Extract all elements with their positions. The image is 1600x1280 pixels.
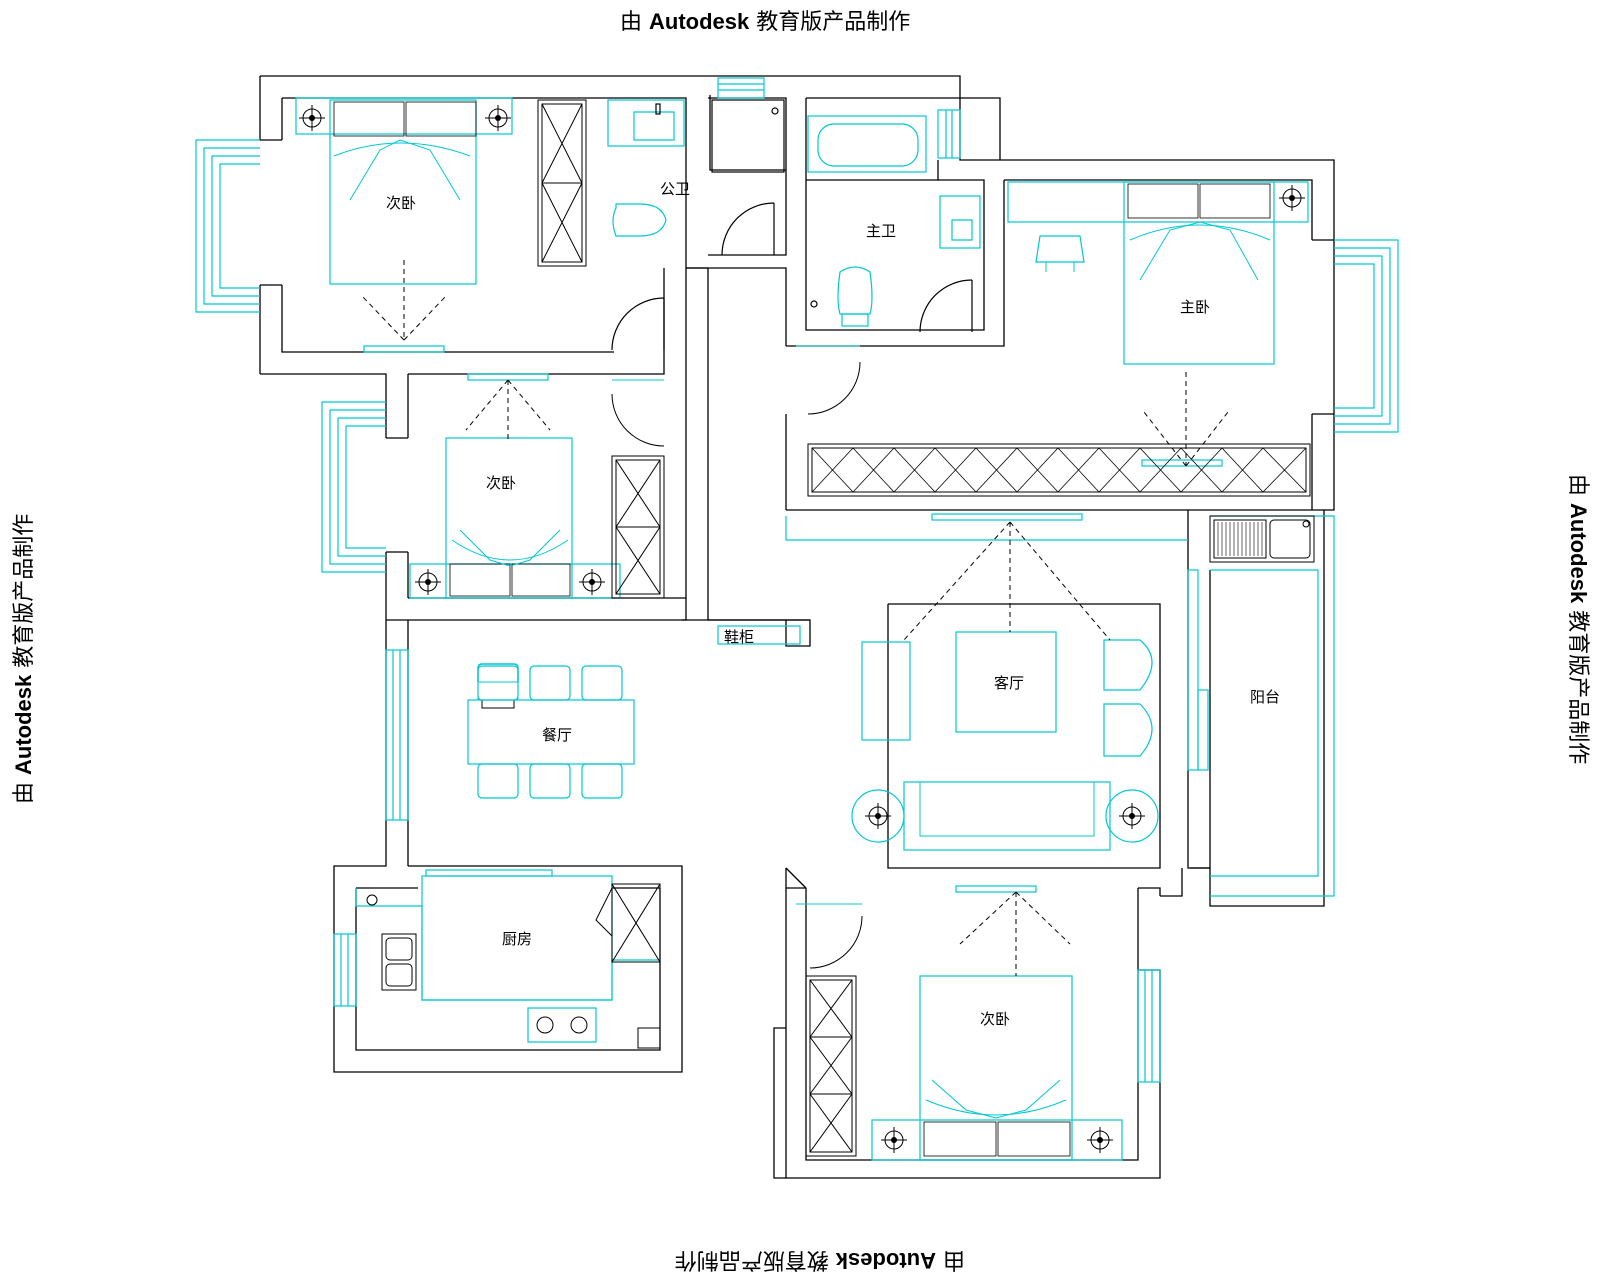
room-labels: 次卧 公卫 主卫 主卧 次卧 鞋柜 餐厅 客厅 阳台 厨房 次卧 — [386, 180, 1280, 1028]
label-master-bath: 主卫 — [866, 222, 896, 240]
master-bath-fixtures — [807, 115, 981, 333]
bed-middle-left — [409, 379, 665, 599]
watermark-top: 由 Autodesk 教育版产品制作 — [620, 4, 910, 36]
public-bath-fixtures — [607, 99, 785, 351]
label-public-bath: 公卫 — [660, 180, 690, 198]
label-kitchen: 厨房 — [502, 930, 532, 948]
label-bedroom-top-left: 次卧 — [386, 194, 416, 212]
kitchen-fixtures — [355, 875, 661, 1049]
bed-bottom — [796, 891, 1123, 1161]
watermark-suffix: 教育版产品制作 — [756, 10, 911, 35]
shoe-cabinet — [717, 625, 801, 645]
dining-set — [467, 663, 635, 799]
wardrobe-middle-left — [611, 455, 665, 599]
wardrobe-master — [807, 443, 1311, 497]
windows — [195, 77, 1399, 1083]
wardrobe-top-left — [537, 99, 587, 267]
label-bedroom-bottom: 次卧 — [980, 1010, 1010, 1028]
walls — [259, 75, 1335, 1179]
label-living: 客厅 — [994, 674, 1024, 692]
living-set — [851, 521, 1159, 851]
wardrobe-bottom — [805, 975, 857, 1157]
label-shoe-cabinet: 鞋柜 — [724, 628, 754, 646]
label-balcony: 阳台 — [1250, 688, 1280, 706]
bed-top-left — [295, 97, 513, 341]
label-master-bedroom: 主卧 — [1180, 298, 1210, 316]
label-bedroom-middle-left: 次卧 — [486, 474, 516, 492]
watermark-brand: Autodesk — [649, 9, 750, 34]
master-bedroom-fixtures — [796, 181, 1309, 467]
balcony-sink — [1209, 515, 1315, 563]
label-dining: 餐厅 — [542, 726, 572, 744]
fixtures — [295, 97, 1315, 1161]
watermark-prefix: 由 — [620, 10, 643, 35]
